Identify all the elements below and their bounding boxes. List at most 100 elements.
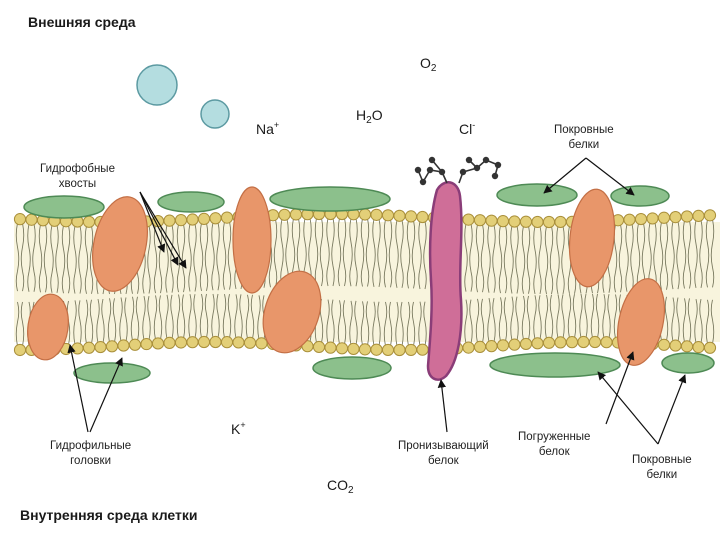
lipid-head — [577, 335, 590, 349]
lipid-tail — [89, 299, 94, 344]
lipid-head — [335, 342, 349, 355]
lipid-tail — [78, 300, 82, 345]
lipid-tail — [199, 293, 204, 339]
hydrophilic-heads-layer — [13, 207, 717, 357]
peripheral-bottom-line1: Покровные — [632, 454, 692, 466]
lipid-tail — [234, 294, 238, 339]
lipid-tail — [96, 298, 100, 344]
lipid-tail — [147, 225, 151, 294]
lipid-tail — [418, 220, 422, 290]
lipid-tail — [319, 217, 324, 287]
peripheral-bottom-line2: белки — [646, 469, 678, 481]
lipid-head — [243, 336, 257, 349]
peripheral-protein — [312, 356, 392, 380]
pointer-line — [437, 379, 448, 433]
lipid-head — [554, 215, 567, 229]
lipid-tail — [165, 224, 169, 293]
transmembrane-line1: Пронизывающий — [398, 440, 489, 452]
lipid-head — [669, 211, 682, 224]
lipid-head — [358, 343, 372, 356]
lipid-tail — [682, 220, 687, 289]
lipid-head — [669, 339, 682, 352]
lipid-tail — [204, 222, 209, 292]
lipid-tail — [360, 301, 365, 346]
lipid-head — [347, 342, 360, 355]
lipid-tail — [365, 218, 370, 287]
lipid-tail — [549, 294, 554, 339]
sodium-ion-label: Na+ — [256, 120, 280, 137]
lipid-head — [278, 208, 291, 221]
lipid-tail — [158, 225, 163, 294]
lipid-head — [554, 336, 567, 349]
lipid-tail — [130, 296, 135, 341]
lipid-tail — [66, 225, 71, 294]
lipid-tail — [32, 223, 36, 292]
lipid-head — [220, 336, 234, 349]
pointer-line — [543, 157, 587, 194]
chain-node — [494, 161, 502, 169]
lipid-tail — [549, 225, 554, 295]
embedded-line1: Погруженные — [518, 431, 591, 443]
lipid-tail — [337, 300, 342, 345]
hydrophilic-heads-label: Гидрофильные головки — [50, 439, 131, 469]
lipid-tail — [388, 301, 393, 347]
lipid-head — [657, 338, 671, 351]
lipid-head — [519, 215, 533, 228]
chain-node — [482, 156, 490, 164]
lipid-head — [462, 341, 475, 354]
lipid-head — [128, 338, 142, 351]
lipid-tail — [349, 218, 353, 287]
lipid-tail — [349, 300, 353, 345]
lipid-head — [197, 335, 211, 349]
lipid-tail — [411, 301, 416, 347]
lipid-head — [473, 214, 487, 227]
lipid-tail — [257, 295, 261, 340]
lipid-head — [71, 342, 84, 355]
lipid-tail — [193, 223, 197, 292]
lipid-tail — [61, 225, 66, 294]
lipid-tail — [354, 218, 358, 287]
lipid-tail — [245, 294, 250, 339]
pointer-line — [657, 374, 687, 445]
lipid-head — [163, 214, 176, 227]
lipid-tail — [538, 225, 542, 295]
lipid-head — [209, 335, 222, 349]
water-label: H2O — [356, 107, 383, 127]
lipid-tail — [227, 294, 232, 339]
lipid-head — [174, 214, 188, 227]
peripheral-top-line2: белки — [568, 139, 600, 151]
lipid-tail — [170, 294, 174, 339]
lipid-tail — [216, 293, 220, 339]
lipid-tail — [15, 301, 20, 347]
chain-node — [428, 156, 436, 164]
lipid-tail — [101, 298, 105, 344]
lipid-head — [140, 337, 153, 351]
lipid-tail — [521, 295, 526, 341]
lipid-head — [186, 213, 199, 226]
lipid-head — [82, 215, 96, 228]
lipid-tail — [135, 296, 140, 341]
lipid-tail — [395, 301, 399, 347]
lipid-head — [370, 208, 383, 221]
lipid-tail — [423, 301, 427, 346]
lipid-tail — [464, 223, 468, 292]
lipid-head — [565, 336, 579, 349]
lipid-tail — [510, 225, 514, 294]
peripheral-protein — [610, 185, 670, 207]
lipid-tail — [406, 301, 411, 347]
lipid-head — [496, 339, 510, 352]
lipid-tail — [107, 298, 112, 343]
lipid-head — [496, 215, 510, 228]
lipid-tail — [607, 294, 611, 339]
lipid-tail — [250, 294, 255, 339]
lipid-tail — [544, 225, 549, 295]
lipid-head — [232, 336, 245, 349]
lipid-tail — [636, 222, 641, 292]
lipid-head — [324, 341, 337, 354]
large-molecule — [136, 64, 178, 106]
lipid-tail — [699, 219, 703, 289]
lipid-tail — [20, 223, 25, 292]
peripheral-protein — [23, 195, 105, 219]
lipid-tail — [211, 293, 215, 339]
lipid-tail — [176, 294, 181, 339]
